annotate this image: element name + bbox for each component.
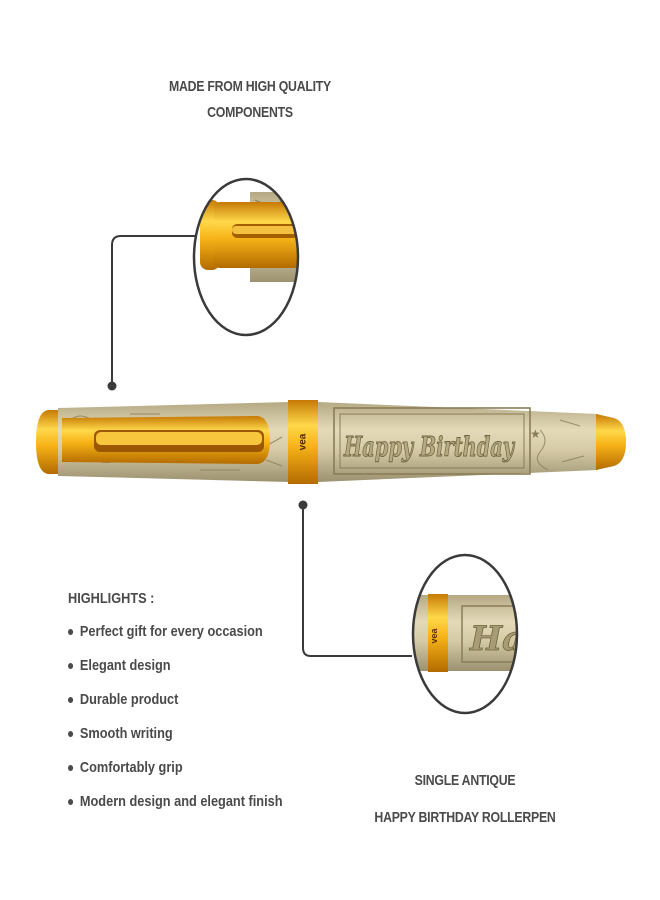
- bullet-icon: [68, 731, 74, 738]
- top-connector-line: [111, 235, 196, 385]
- pen-tip: [596, 414, 626, 470]
- highlight-text: Modern design and elegant finish: [79, 793, 283, 810]
- highlight-text: Elegant design: [79, 657, 171, 674]
- list-item: Durable product: [68, 683, 340, 717]
- bullet-icon: [68, 629, 74, 636]
- bottom-caption: SINGLE ANTIQUE HAPPY BIRTHDAY ROLLERPEN: [342, 762, 588, 836]
- top-caption-line-1: MADE FROM HIGH QUALITY: [168, 78, 332, 95]
- list-item: Smooth writing: [68, 717, 340, 751]
- top-connector-dot: [107, 381, 117, 391]
- list-item: Perfect gift for every occasion: [68, 615, 340, 649]
- pen-brand-label: vea: [298, 433, 309, 450]
- zoom-brand-label: vea: [429, 628, 439, 644]
- highlight-text: Durable product: [79, 691, 179, 708]
- top-caption: MADE FROM HIGH QUALITY COMPONENTS: [127, 74, 373, 126]
- bullet-icon: [68, 697, 74, 704]
- highlights-title: HIGHLIGHTS :: [68, 590, 155, 607]
- bottom-caption-line-1: SINGLE ANTIQUE: [414, 772, 516, 789]
- pen-cap-end: [36, 410, 60, 474]
- bullet-icon: [68, 663, 74, 670]
- list-item: Elegant design: [68, 649, 340, 683]
- pen-engraving-text: Happy Birthday: [343, 432, 515, 463]
- bottom-zoom-circle: vea Ha: [411, 553, 524, 715]
- bottom-connector-dot: [298, 500, 308, 510]
- pen-barrel: [318, 402, 598, 482]
- list-item: Comfortably grip: [68, 751, 340, 785]
- top-zoom-circle: [192, 177, 300, 337]
- highlight-text: Smooth writing: [79, 725, 173, 742]
- list-item: Modern design and elegant finish: [68, 785, 340, 819]
- bottom-connector-line: [302, 505, 412, 657]
- bullet-icon: [68, 799, 74, 806]
- pen-center-band: [288, 400, 318, 484]
- highlights-section: HIGHLIGHTS : Perfect gift for every occa…: [68, 590, 388, 819]
- rollerpen: vea Happy Birthday ★: [36, 400, 626, 484]
- svg-text:★: ★: [530, 427, 541, 441]
- highlights-list: Perfect gift for every occasion Elegant …: [68, 615, 388, 819]
- bottom-caption-line-2: HAPPY BIRTHDAY ROLLERPEN: [374, 809, 556, 826]
- bullet-icon: [68, 765, 74, 772]
- zoom-engraving-text: Ha: [469, 619, 524, 659]
- top-caption-line-2: COMPONENTS: [207, 104, 293, 121]
- highlight-text: Perfect gift for every occasion: [79, 623, 263, 640]
- highlight-text: Comfortably grip: [79, 759, 183, 776]
